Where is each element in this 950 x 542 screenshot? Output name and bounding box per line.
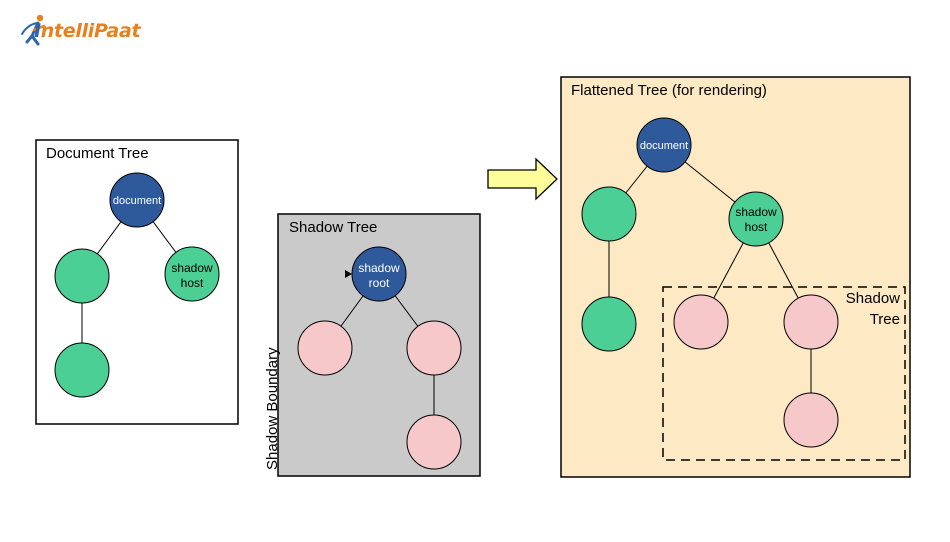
element-node [581,186,637,242]
shadow-tree-title: Shadow Tree [289,219,377,236]
shadow-host-node [728,191,784,247]
logo-figure-icon [21,14,46,46]
shadow-element-node [406,414,462,470]
shadow-host-label-line2: host [745,220,768,234]
element-node [54,342,110,398]
shadow-host-label-line2: host [181,276,204,290]
element-node [581,296,637,352]
logo-wordmark: IntelliPaat [34,20,141,42]
document-tree-panel: Document Tree document shadow host [35,139,239,425]
shadow-element-node [406,320,462,376]
shadow-region-label-line1: Shadow [846,290,900,307]
shadow-region-label-line2: Tree [870,311,900,328]
shadow-tree-panel: Shadow Tree Shadow Boundary shadow root [264,213,481,477]
document-node-label: document [640,140,688,152]
flattened-shadow-region [662,286,906,461]
element-node [54,248,110,304]
shadow-element-node [783,392,839,448]
shadow-host-label-line1: shadow [171,261,213,275]
shadow-element-node [673,294,729,350]
shadow-element-node [783,294,839,350]
shadow-root-label-line2: root [369,276,390,290]
shadow-root-label-line1: shadow [358,261,400,275]
flattened-tree-frame [560,76,911,478]
document-node [109,172,165,228]
document-node [636,117,692,173]
flattened-tree-panel: Flattened Tree (for rendering) Shadow Tr… [560,76,911,478]
shadow-root-node [351,246,407,302]
shadow-root-pointer-icon [345,270,352,278]
shadow-boundary-label: Shadow Boundary [264,347,281,470]
transform-arrow-icon [487,157,558,201]
document-node-label: document [113,195,161,207]
shadow-host-node [164,246,220,302]
shadow-host-label-line1: shadow [735,205,777,219]
shadow-element-node [297,320,353,376]
intellipaat-logo [18,12,143,56]
flattened-tree-title: Flattened Tree (for rendering) [571,82,767,99]
document-tree-title: Document Tree [46,145,149,162]
